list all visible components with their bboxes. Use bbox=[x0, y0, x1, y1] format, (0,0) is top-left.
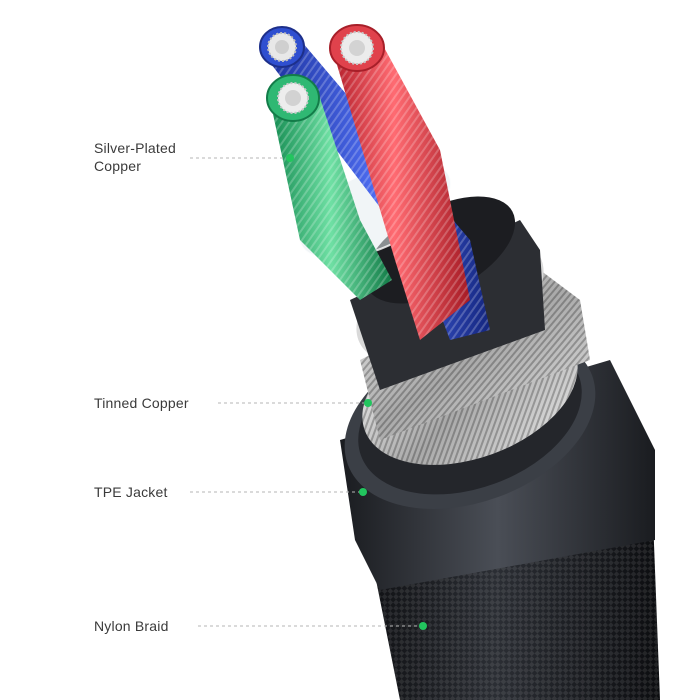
label-tpe-jacket: TPE Jacket bbox=[94, 483, 168, 501]
label-nylon-braid: Nylon Braid bbox=[94, 617, 169, 635]
label-tinned-copper-line1: Tinned Copper bbox=[94, 395, 189, 411]
red-wire bbox=[329, 24, 470, 340]
marker-dot-nylon-braid bbox=[419, 622, 427, 630]
label-nylon-braid-line1: Nylon Braid bbox=[94, 618, 169, 634]
label-silver-plated-copper: Silver-Plated Copper bbox=[94, 139, 176, 175]
label-silver-plated-copper-line2: Copper bbox=[94, 158, 142, 174]
marker-dot-silver-plated-copper bbox=[286, 154, 294, 162]
label-silver-plated-copper-line1: Silver-Plated bbox=[94, 140, 176, 156]
green-wire bbox=[266, 74, 392, 300]
marker-dot-tinned-copper bbox=[364, 399, 372, 407]
label-tpe-jacket-line1: TPE Jacket bbox=[94, 484, 168, 500]
marker-dot-tpe-jacket bbox=[359, 488, 367, 496]
leader-lines bbox=[190, 157, 420, 627]
marker-dots bbox=[286, 154, 427, 630]
label-tinned-copper: Tinned Copper bbox=[94, 394, 189, 412]
